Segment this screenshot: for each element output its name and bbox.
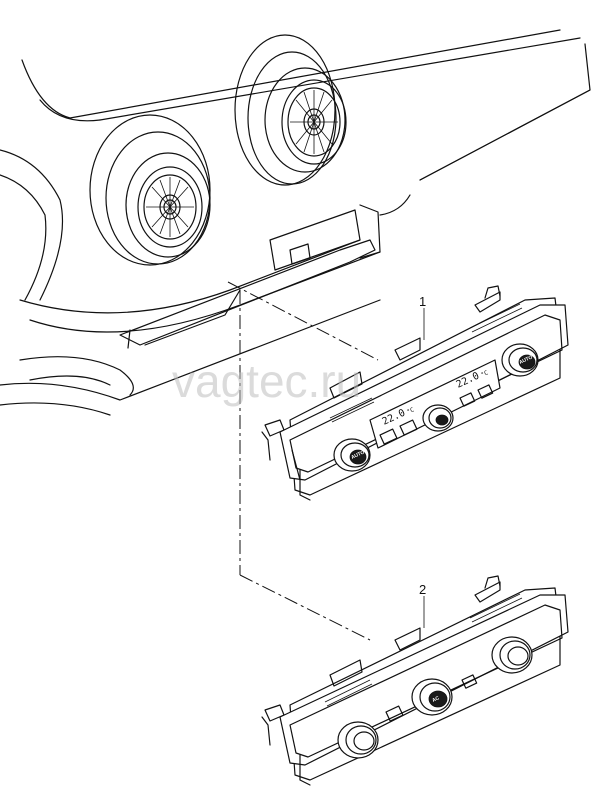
- left-knob-label: AUTO: [350, 449, 365, 460]
- leader-lines: [227, 281, 379, 641]
- dashboard-section: [0, 29, 591, 416]
- left-air-vent: [89, 114, 211, 266]
- right-temp-unit: °C: [480, 369, 490, 379]
- ac-knob-label: AC: [431, 695, 440, 704]
- climate-control-unit-2: AC 2: [261, 575, 569, 786]
- callout-1: 1: [419, 294, 426, 309]
- right-knob-label: AUTO: [518, 354, 533, 365]
- left-temp-unit: °C: [406, 406, 416, 416]
- right-air-vent: [234, 34, 347, 186]
- unit2-left-knob: [337, 721, 379, 759]
- unit2-right-knob: [491, 636, 533, 674]
- unit1-center-knob: [422, 404, 454, 432]
- unit2-buttons: [385, 674, 478, 722]
- callout-2: 2: [419, 582, 426, 597]
- watermark: vagtec.ru: [172, 355, 361, 407]
- unit1-left-knob: AUTO: [333, 438, 371, 472]
- unit2-center-knob: AC: [411, 678, 453, 716]
- unit1-right-knob: AUTO: [501, 343, 539, 377]
- climate-control-unit-1: 22.0 °C 22.0 °C AUTO AUTO: [261, 285, 569, 501]
- unit1-buttons: [379, 384, 494, 445]
